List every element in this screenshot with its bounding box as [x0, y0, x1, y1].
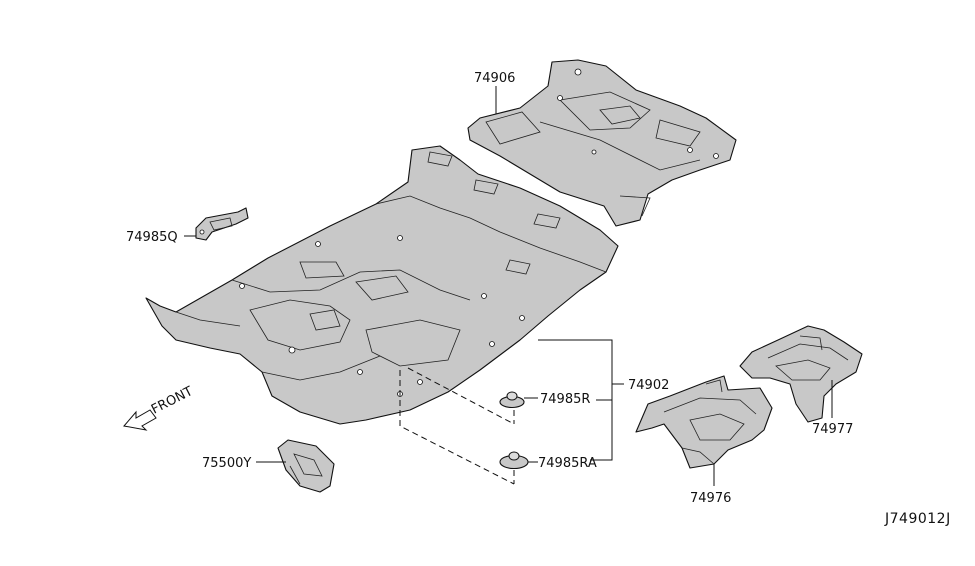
- clip-r-part: [499, 391, 525, 409]
- label-rear-mat-right: 74977: [812, 422, 853, 437]
- diagram-code: J749012J: [884, 511, 951, 527]
- dashed-guides: [399, 367, 515, 485]
- label-heel-pad: 75500Y: [202, 456, 251, 471]
- label-clip-ra: 74985RA: [538, 456, 597, 471]
- floor-carpet-main-part: [145, 145, 619, 425]
- label-rear-mat-left: 74976: [690, 491, 731, 506]
- front-direction-arrow-icon: [123, 409, 157, 431]
- heel-pad-part: [277, 439, 335, 493]
- rear-mat-left-part: [635, 375, 773, 469]
- label-front-direction: FRONT: [149, 384, 195, 418]
- rear-floor-carpet-part: [467, 59, 737, 227]
- leader-lines: [184, 86, 833, 486]
- label-floor-clip-bracket: 74985Q: [126, 230, 178, 245]
- label-clip-r: 74985R: [540, 392, 590, 407]
- label-floor-carpet-main: 74902: [628, 378, 669, 393]
- label-rear-floor-carpet: 74906: [474, 71, 515, 86]
- rear-mat-right-part: [739, 325, 863, 423]
- clip-ra-part: [499, 451, 529, 470]
- floor-clip-bracket-part: [195, 207, 249, 241]
